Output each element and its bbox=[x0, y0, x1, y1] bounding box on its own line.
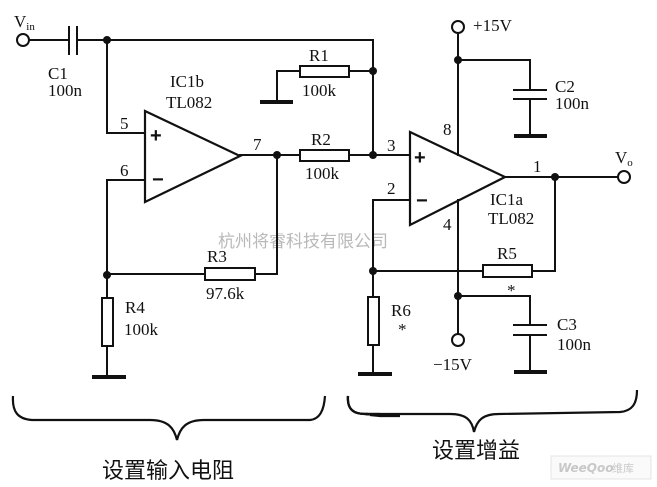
ic1a-pin4: 4 bbox=[443, 215, 452, 234]
r1-name: R1 bbox=[309, 46, 329, 65]
r4-value: 100k bbox=[124, 320, 159, 339]
ic1b-part: TL082 bbox=[166, 93, 212, 112]
c3-name: C3 bbox=[557, 315, 577, 334]
ic1a-pin3: 3 bbox=[387, 136, 396, 155]
r5-value: * bbox=[507, 281, 516, 300]
ic1b-minus-sign: − bbox=[152, 169, 164, 191]
r1-value: 100k bbox=[302, 81, 337, 100]
section-label-gain: 设置增益 bbox=[432, 439, 520, 464]
brace-gain-outline bbox=[366, 389, 639, 433]
vminus-label: −15V bbox=[433, 355, 473, 374]
vplus-terminal: +15V bbox=[451, 16, 513, 35]
opamp-ic1b: + − 5 6 7 IC1b TL082 bbox=[120, 72, 262, 204]
watermark-weeqoo: WeeQoo 维库 bbox=[550, 455, 652, 480]
ic1a-minus-sign: − bbox=[416, 190, 428, 212]
resistor-r4: R4 100k bbox=[92, 274, 159, 379]
r6-name: R6 bbox=[391, 301, 411, 320]
ic1b-plus-sign: + bbox=[150, 125, 162, 147]
ic1a-pin2: 2 bbox=[387, 179, 396, 198]
watermark-cn: 维库 bbox=[612, 462, 634, 475]
resistor-r3: R3 97.6k bbox=[106, 247, 256, 303]
resistor-r5: R5 * bbox=[372, 176, 556, 300]
capacitor-c2: C2 100n bbox=[457, 59, 590, 138]
r2-value: 100k bbox=[305, 164, 340, 183]
r6-value: * bbox=[398, 320, 407, 339]
resistor-r2: R2 100k bbox=[299, 130, 411, 183]
vminus-terminal: −15V bbox=[433, 333, 473, 374]
ic1a-pin8: 8 bbox=[443, 120, 452, 139]
c2-name: C2 bbox=[555, 77, 575, 96]
ic1b-pin7: 7 bbox=[253, 135, 262, 154]
ic1a-pin1: 1 bbox=[533, 157, 542, 176]
c3-value: 100n bbox=[557, 335, 592, 354]
section-label-input-resistance: 设置输入电阻 bbox=[102, 459, 234, 484]
capacitor-c3: C3 100n bbox=[457, 295, 592, 374]
r3-value: 97.6k bbox=[206, 284, 245, 303]
watermark-company: 杭州将睿科技有限公司 bbox=[218, 232, 388, 252]
vin-label: Vin bbox=[14, 12, 35, 33]
vo-terminal: Vo bbox=[615, 148, 633, 184]
resistor-r1: R1 100k bbox=[260, 46, 374, 104]
r2-name: R2 bbox=[311, 130, 331, 149]
ic1a-part: TL082 bbox=[488, 209, 534, 228]
vo-label: Vo bbox=[615, 148, 633, 169]
junction bbox=[369, 267, 377, 275]
watermark-brand: WeeQoo bbox=[558, 461, 613, 475]
ic1b-name: IC1b bbox=[170, 72, 204, 91]
brace-input-resistance bbox=[11, 395, 327, 441]
resistor-r6: R6 * bbox=[358, 296, 411, 376]
c1-value: 100n bbox=[48, 81, 83, 100]
opamp-ic1a: + − 3 2 8 4 1 IC1a TL082 bbox=[387, 120, 542, 234]
r4-name: R4 bbox=[125, 298, 145, 317]
r3-name: R3 bbox=[207, 247, 227, 266]
r5-name: R5 bbox=[497, 244, 517, 263]
ic1b-pin6: 6 bbox=[120, 161, 129, 180]
junction bbox=[369, 151, 377, 159]
capacitor-c1: C1 100n bbox=[48, 26, 83, 100]
ic1a-name: IC1a bbox=[490, 190, 524, 209]
ic1a-plus-sign: + bbox=[414, 147, 426, 169]
c2-value: 100n bbox=[555, 94, 590, 113]
ic1b-pin5: 5 bbox=[120, 114, 129, 133]
vplus-label: +15V bbox=[473, 16, 513, 35]
c1-name: C1 bbox=[48, 64, 68, 83]
